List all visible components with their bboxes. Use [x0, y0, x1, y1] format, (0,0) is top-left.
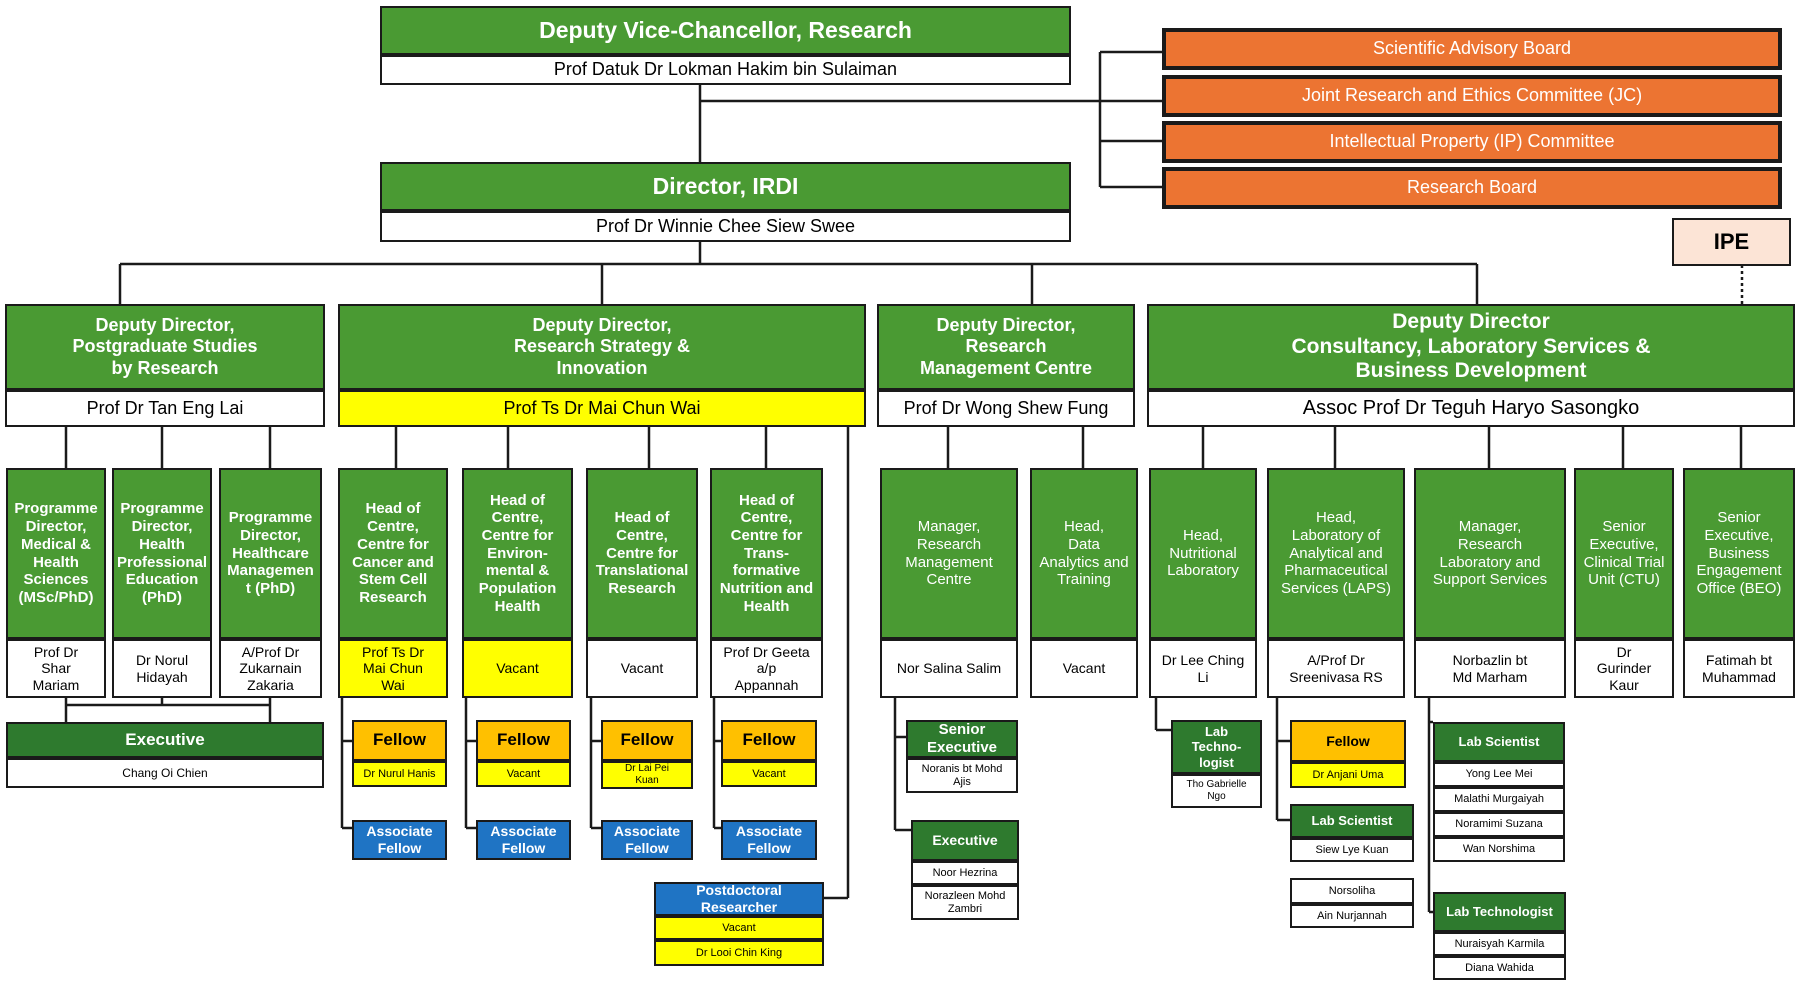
unit-title: Head, Data Analytics and Training	[1030, 468, 1138, 639]
mrl-lab-scientist-title: Lab Scientist	[1433, 722, 1565, 762]
unit-name: Vacant	[586, 639, 698, 698]
unit-title: Senior Executive, Business Engagement Of…	[1683, 468, 1795, 639]
unit-title: Programme Director, Medical & Health Sci…	[6, 468, 106, 639]
associate-fellow-label: Associate Fellow	[721, 820, 817, 860]
dvc-name: Prof Datuk Dr Lokman Hakim bin Sulaiman	[380, 55, 1071, 85]
laps-fellow-label: Fellow	[1290, 720, 1406, 762]
postdoc-name: Vacant	[654, 916, 824, 940]
unit-name: A/Prof Dr Zukarnain Zakaria	[219, 639, 322, 698]
associate-fellow-label: Associate Fellow	[601, 820, 693, 860]
unit-name: Dr Gurinder Kaur	[1574, 639, 1674, 698]
unit-title: Head, Laboratory of Analytical and Pharm…	[1267, 468, 1405, 639]
laps-lab-scientist-title: Lab Scientist	[1290, 804, 1414, 838]
rmc-senior-executive-title: Senior Executive	[906, 720, 1018, 758]
postdoc-name: Dr Looi Chin King	[654, 940, 824, 966]
unit-title: Manager, Research Laboratory and Support…	[1414, 468, 1566, 639]
mrl-lab-technologist-name: Nuraisyah Karmila	[1433, 932, 1566, 956]
unit-name: Dr Norul Hidayah	[112, 639, 212, 698]
dvc-title: Deputy Vice-Chancellor, Research	[380, 6, 1071, 55]
deputy-rsi-name: Prof Ts Dr Mai Chun Wai	[338, 390, 866, 427]
fellow-name: Vacant	[721, 761, 817, 787]
unit-name: Nor Salina Salim	[880, 639, 1018, 698]
fellow-label: Fellow	[601, 720, 693, 761]
mrl-lab-scientist-name: Wan Norshima	[1433, 837, 1565, 862]
laps-lab-scientist-name: Ain Nurjannah	[1290, 904, 1414, 928]
laps-lab-scientist-name: Norsoliha	[1290, 878, 1414, 904]
rmc-executive-title: Executive	[911, 820, 1019, 861]
unit-title: Programme Director, Healthcare Managemen…	[219, 468, 322, 639]
deputy-rsi-title: Deputy Director, Research Strategy & Inn…	[338, 304, 866, 390]
deputy-consultancy-title: Deputy Director Consultancy, Laboratory …	[1147, 304, 1795, 390]
unit-title: Senior Executive, Clinical Trial Unit (C…	[1574, 468, 1674, 639]
unit-title: Head of Centre, Centre for Trans- format…	[710, 468, 823, 639]
mrl-lab-scientist-name: Noramimi Suzana	[1433, 812, 1565, 837]
director-name: Prof Dr Winnie Chee Siew Swee	[380, 211, 1071, 242]
unit-name: Prof Dr Shar Mariam	[6, 639, 106, 698]
deputy-rmc-name: Prof Dr Wong Shew Fung	[877, 390, 1135, 427]
unit-title: Head of Centre, Centre for Cancer and St…	[338, 468, 448, 639]
committee-research-board: Research Board	[1162, 167, 1782, 209]
mrl-lab-technologist-title: Lab Technologist	[1433, 892, 1566, 932]
unit-title: Head of Centre, Centre for Translational…	[586, 468, 698, 639]
deputy-consultancy-name: Assoc Prof Dr Teguh Haryo Sasongko	[1147, 390, 1795, 427]
rmc-senior-executive-name: Noranis bt Mohd Ajis	[906, 758, 1018, 793]
ipe-box: IPE	[1672, 218, 1791, 266]
director-title: Director, IRDI	[380, 162, 1071, 211]
unit-title: Manager, Research Management Centre	[880, 468, 1018, 639]
lab-technologist-title: Lab Techno- logist	[1171, 720, 1262, 774]
committee-scientific-advisory-board: Scientific Advisory Board	[1162, 28, 1782, 70]
associate-fellow-label: Associate Fellow	[352, 820, 447, 860]
unit-name: Dr Lee Ching Li	[1149, 639, 1257, 698]
fellow-name: Dr Nurul Hanis	[352, 761, 447, 787]
fellow-name: Vacant	[476, 761, 571, 787]
unit-name: Norbazlin bt Md Marham	[1414, 639, 1566, 698]
deputy-rmc-title: Deputy Director, Research Management Cen…	[877, 304, 1135, 390]
unit-title: Head of Centre, Centre for Environ- ment…	[462, 468, 573, 639]
laps-lab-scientist-name: Siew Lye Kuan	[1290, 838, 1414, 862]
committee-joint-research-ethics: Joint Research and Ethics Committee (JC)	[1162, 75, 1782, 117]
unit-name: Vacant	[1030, 639, 1138, 698]
fellow-label: Fellow	[352, 720, 447, 761]
unit-title: Head, Nutritional Laboratory	[1149, 468, 1257, 639]
mrl-lab-technologist-name: Diana Wahida	[1433, 956, 1566, 980]
associate-fellow-label: Associate Fellow	[476, 820, 571, 860]
mrl-lab-scientist-name: Yong Lee Mei	[1433, 762, 1565, 787]
lab-technologist-name: Tho Gabrielle Ngo	[1171, 774, 1262, 808]
rmc-executive-name: Norazleen Mohd Zambri	[911, 885, 1019, 920]
postdoc-title: Postdoctoral Researcher	[654, 882, 824, 916]
unit-name: Prof Dr Geeta a/p Appannah	[710, 639, 823, 698]
laps-fellow-name: Dr Anjani Uma	[1290, 762, 1406, 788]
pgs-executive-name: Chang Oi Chien	[6, 758, 324, 788]
unit-name: A/Prof Dr Sreenivasa RS	[1267, 639, 1405, 698]
unit-name: Prof Ts Dr Mai Chun Wai	[338, 639, 448, 698]
deputy-pgs-title: Deputy Director, Postgraduate Studies by…	[5, 304, 325, 390]
fellow-label: Fellow	[476, 720, 571, 761]
mrl-lab-scientist-name: Malathi Murgaiyah	[1433, 787, 1565, 812]
deputy-pgs-name: Prof Dr Tan Eng Lai	[5, 390, 325, 427]
fellow-label: Fellow	[721, 720, 817, 761]
unit-name: Vacant	[462, 639, 573, 698]
fellow-name: Dr Lai Pei Kuan	[601, 761, 693, 789]
committee-intellectual-property: Intellectual Property (IP) Committee	[1162, 121, 1782, 163]
unit-name: Fatimah bt Muhammad	[1683, 639, 1795, 698]
rmc-executive-name: Noor Hezrina	[911, 861, 1019, 885]
pgs-executive-title: Executive	[6, 722, 324, 758]
unit-title: Programme Director, Health Professional …	[112, 468, 212, 639]
